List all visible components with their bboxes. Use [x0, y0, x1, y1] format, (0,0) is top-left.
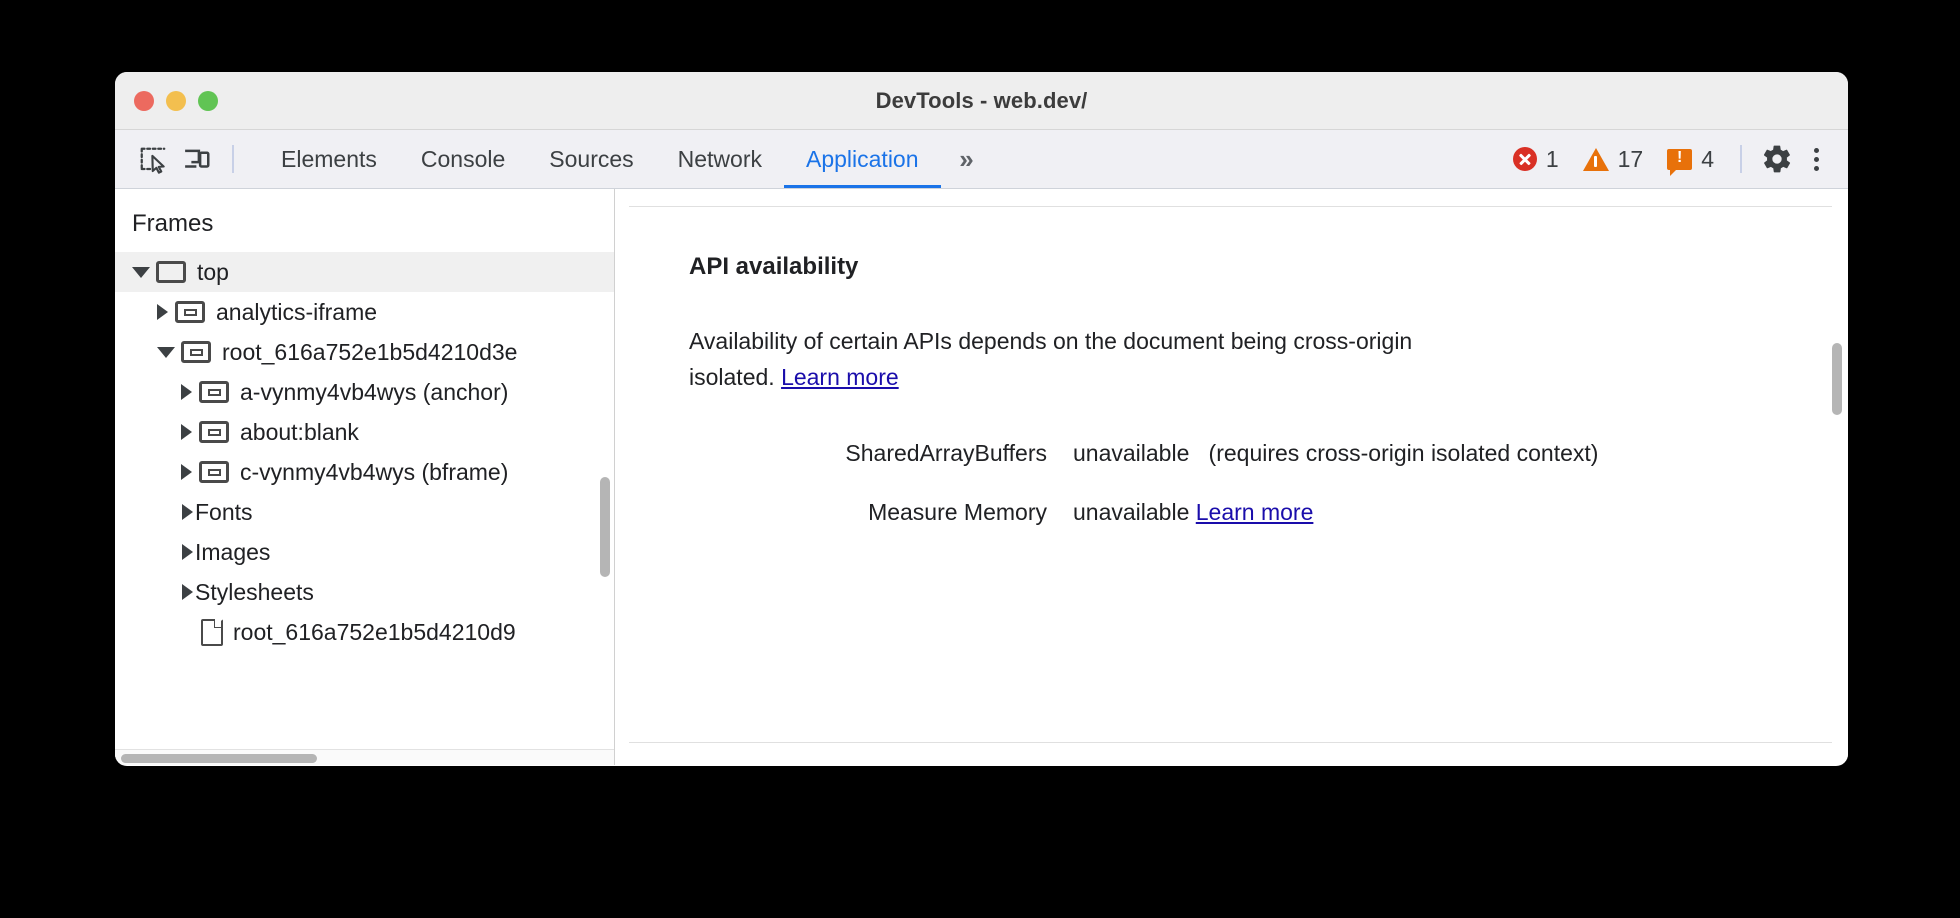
- tree-item-label: root_616a752e1b5d4210d3e: [222, 338, 518, 365]
- toolbar-right-group: 1 17 4: [1512, 130, 1834, 188]
- tree-item-top[interactable]: top: [115, 252, 614, 292]
- detail-value-text: unavailable: [1073, 499, 1190, 526]
- tree-item-label: c-vynmy4vb4wys (bframe): [240, 458, 509, 485]
- toolbar-divider: [232, 145, 234, 173]
- chevron-right-icon[interactable]: [181, 384, 192, 400]
- detail-key: Measure Memory: [868, 499, 1047, 526]
- tab-elements[interactable]: Elements: [281, 145, 377, 172]
- tab-network[interactable]: Network: [677, 145, 762, 172]
- panel-vertical-scrollbar[interactable]: [1832, 343, 1842, 415]
- chevron-right-icon[interactable]: [182, 544, 193, 560]
- device-toolbar-icon[interactable]: [175, 137, 219, 181]
- chevron-right-icon[interactable]: [182, 584, 193, 600]
- chevron-right-icon[interactable]: [157, 304, 168, 320]
- document-icon: [201, 617, 224, 646]
- detail-value: unavailable (requires cross-origin isola…: [1073, 436, 1788, 472]
- sidebar-horizontal-scrollbar-track[interactable]: [115, 749, 614, 765]
- kebab-dot: [1813, 156, 1819, 162]
- tree-item-label: Images: [195, 538, 271, 565]
- issue-count: 4: [1701, 145, 1714, 172]
- traffic-lights: [134, 90, 218, 111]
- tree-item-stylesheets[interactable]: Stylesheets: [115, 572, 614, 612]
- error-counter[interactable]: 1: [1512, 145, 1559, 173]
- window-titlebar: DevTools - web.dev/: [115, 72, 1848, 130]
- panel-divider-bottom: [629, 742, 1832, 743]
- chevron-down-icon[interactable]: [157, 346, 175, 358]
- frame-details-content: API availability Availability of certain…: [615, 189, 1848, 765]
- detail-value-text: unavailable: [1073, 439, 1190, 466]
- tree-item-label: a-vynmy4vb4wys (anchor): [240, 378, 509, 405]
- learn-more-link[interactable]: Learn more: [781, 364, 899, 391]
- error-icon: [1512, 147, 1537, 171]
- tab-application[interactable]: Application: [784, 130, 941, 188]
- subframe-icon: [199, 461, 229, 483]
- detail-value: unavailable Learn more: [1073, 495, 1788, 531]
- frames-sidebar: Frames top analytics-iframe: [115, 189, 615, 765]
- gear-icon[interactable]: [1756, 138, 1798, 180]
- subframe-icon: [181, 341, 211, 363]
- devtools-toolbar: Elements Console Sources Network Applica…: [115, 130, 1848, 189]
- section-title-api-availability: API availability: [689, 253, 859, 280]
- tree-item-bframe[interactable]: c-vynmy4vb4wys (bframe): [115, 452, 614, 492]
- tree-item-about-blank[interactable]: about:blank: [115, 412, 614, 452]
- detail-row-shared-array-buffers: SharedArrayBuffers unavailable (requires…: [689, 436, 1788, 472]
- warning-icon: [1582, 147, 1609, 171]
- subframe-icon: [199, 381, 229, 403]
- panel-divider-top: [629, 206, 1832, 207]
- section-description: Availability of certain APIs depends on …: [689, 323, 1479, 396]
- chevron-right-icon[interactable]: [182, 504, 193, 520]
- issue-icon: [1667, 147, 1693, 176]
- tree-item-label: top: [197, 258, 229, 285]
- tree-item-anchor-frame[interactable]: a-vynmy4vb4wys (anchor): [115, 372, 614, 412]
- measure-memory-learn-more-link[interactable]: Learn more: [1195, 499, 1314, 526]
- kebab-dot: [1813, 147, 1819, 153]
- chevron-right-icon[interactable]: [181, 464, 192, 480]
- sidebar-vertical-scrollbar[interactable]: [600, 477, 610, 577]
- section-description-text: Availability of certain APIs depends on …: [689, 328, 1413, 391]
- error-count: 1: [1545, 145, 1559, 172]
- tab-sources[interactable]: Sources: [549, 145, 634, 172]
- tree-item-label: about:blank: [240, 418, 359, 445]
- sidebar-horizontal-scrollbar-thumb[interactable]: [121, 754, 317, 763]
- zoom-button[interactable]: [198, 90, 218, 111]
- detail-row-measure-memory: Measure Memory unavailable Learn more: [689, 495, 1788, 531]
- subframe-icon: [199, 421, 229, 443]
- warning-counter[interactable]: 17: [1582, 145, 1644, 173]
- tree-item-label: analytics-iframe: [216, 298, 378, 325]
- devtools-window: DevTools - web.dev/: [115, 72, 1848, 766]
- toolbar-right-divider: [1740, 145, 1742, 173]
- tree-item-label: Stylesheets: [195, 578, 314, 605]
- tree-item-root-frame[interactable]: root_616a752e1b5d4210d3e: [115, 332, 614, 372]
- more-tabs-chevron-icon[interactable]: »: [959, 143, 974, 174]
- more-options-icon[interactable]: [1798, 138, 1834, 180]
- tree-item-images[interactable]: Images: [115, 532, 614, 572]
- tab-console[interactable]: Console: [420, 145, 506, 172]
- tree-item-analytics-iframe[interactable]: analytics-iframe: [115, 292, 614, 332]
- tree-item-label: Fonts: [195, 498, 253, 525]
- detail-note: (requires cross-origin isolated context): [1208, 439, 1599, 466]
- frames-tree: top analytics-iframe root_616a752e1b5d42…: [115, 252, 614, 652]
- devtools-body: Frames top analytics-iframe: [115, 189, 1848, 765]
- close-button[interactable]: [134, 90, 154, 111]
- tree-item-stylesheet-file[interactable]: root_616a752e1b5d4210d9: [115, 612, 614, 652]
- chevron-down-icon[interactable]: [132, 266, 150, 278]
- issue-counter[interactable]: 4: [1667, 145, 1714, 176]
- window-title: DevTools - web.dev/: [875, 87, 1088, 113]
- frame-icon: [156, 261, 186, 283]
- inspect-element-icon[interactable]: [131, 137, 175, 181]
- frame-details-panel: API availability Availability of certain…: [615, 189, 1848, 765]
- kebab-dot: [1813, 165, 1819, 171]
- sidebar-header: Frames: [132, 210, 214, 237]
- panel-tabs: Elements Console Sources Network Applica…: [259, 130, 993, 188]
- tree-item-label: root_616a752e1b5d4210d9: [233, 618, 516, 645]
- chevron-right-icon[interactable]: [181, 424, 192, 440]
- subframe-icon: [175, 301, 205, 323]
- warning-count: 17: [1617, 145, 1644, 172]
- minimize-button[interactable]: [166, 90, 186, 111]
- detail-key: SharedArrayBuffers: [845, 439, 1047, 466]
- tree-item-fonts[interactable]: Fonts: [115, 492, 614, 532]
